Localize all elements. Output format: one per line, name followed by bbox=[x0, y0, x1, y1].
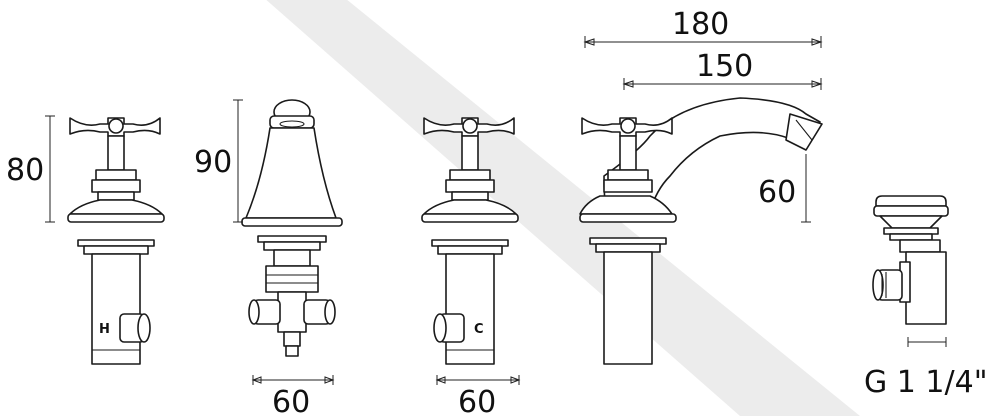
dimension-hot-tap-height: 80 bbox=[6, 115, 55, 223]
hot-marking: H bbox=[99, 322, 110, 337]
dimension-spout-base-width: 60 bbox=[251, 375, 335, 416]
dimension-diverter-outlet-height: 60 bbox=[758, 154, 811, 223]
cold-tap: C bbox=[421, 117, 519, 365]
dimension-waste-thread: G 1 1/4" bbox=[864, 337, 988, 400]
diverter-mixer bbox=[579, 97, 823, 365]
diverter-reach-label: 150 bbox=[696, 49, 753, 84]
cold-marking: C bbox=[474, 322, 484, 337]
waste-thread-label: G 1 1/4" bbox=[864, 365, 988, 400]
watermark bbox=[266, 0, 860, 416]
diverter-outlet-height-label: 60 bbox=[758, 175, 796, 210]
dimension-diverter-reach: 150 bbox=[622, 49, 823, 90]
cold-tap-base-width-label: 60 bbox=[458, 385, 496, 416]
dimension-spout-height: 90 bbox=[194, 99, 243, 223]
spout-height-label: 90 bbox=[194, 145, 232, 180]
diverter-overall-length-label: 180 bbox=[672, 7, 729, 42]
dimension-diverter-overall-length: 180 bbox=[583, 7, 823, 48]
dimension-cold-tap-base-width: 60 bbox=[435, 375, 521, 416]
spout-base-width-label: 60 bbox=[272, 385, 310, 416]
hot-tap-height-label: 80 bbox=[6, 153, 44, 188]
spout bbox=[241, 99, 343, 357]
hot-tap: H bbox=[67, 117, 165, 365]
basin-waste bbox=[872, 195, 949, 325]
